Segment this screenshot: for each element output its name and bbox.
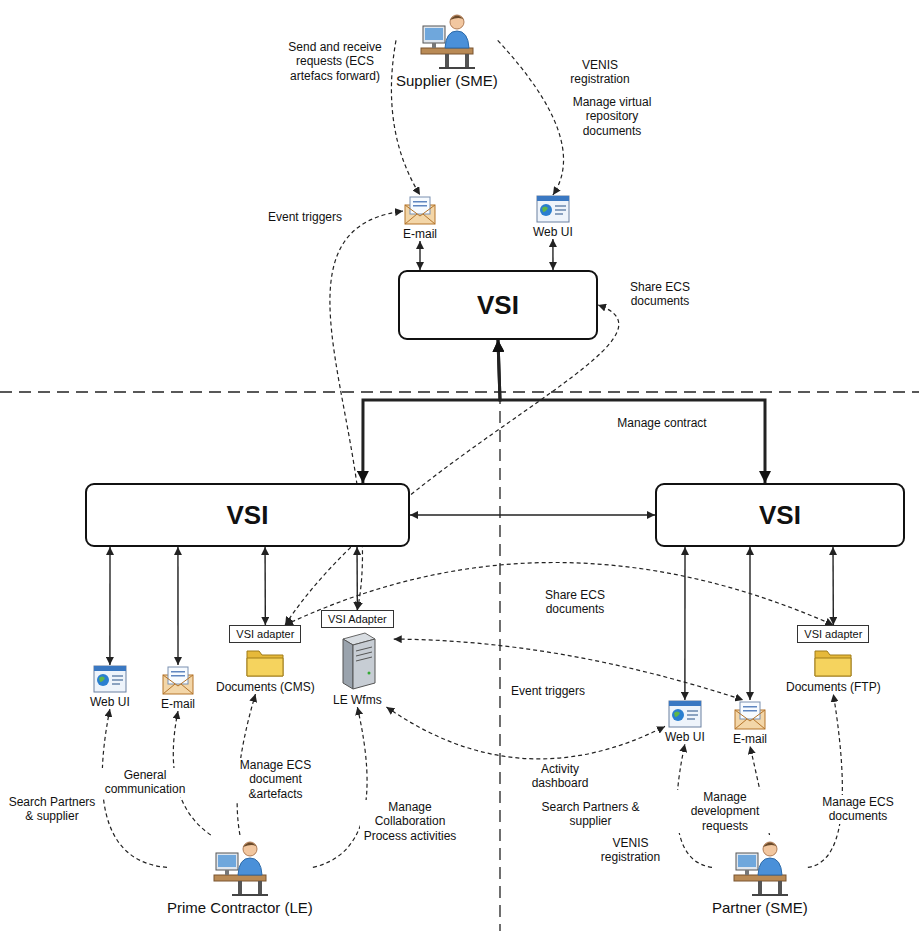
edge-label: Share ECS documents bbox=[530, 588, 620, 617]
vsi-box: VSI bbox=[655, 483, 905, 547]
icon-label: Web UI bbox=[533, 225, 573, 239]
connection-arrow bbox=[684, 547, 686, 700]
documents-node: VSI adapterDocuments (CMS) bbox=[216, 625, 315, 694]
edge-label: General communication bbox=[100, 768, 190, 797]
edge-label: Search Partners & supplier bbox=[538, 800, 643, 829]
dashed-interaction-arrow bbox=[330, 211, 403, 610]
connection-arrow bbox=[363, 340, 500, 483]
vsi-adapter-box: VSI Adapter bbox=[321, 610, 394, 628]
vsi-adapter-box: VSI adapter bbox=[797, 625, 869, 643]
vsi-box: VSI bbox=[85, 483, 410, 547]
web-icon bbox=[93, 665, 127, 693]
actor-caption: Supplier (SME) bbox=[396, 72, 498, 89]
edge-label: Manage ECS document &artefacts bbox=[228, 758, 323, 801]
connection-arrow bbox=[498, 340, 765, 483]
annotation-label: VENIS registration bbox=[555, 58, 645, 87]
web-ui-node: Web UI bbox=[665, 700, 705, 744]
connection-arrow bbox=[177, 547, 178, 665]
email-icon-node: E-mail bbox=[161, 665, 195, 711]
vsi-label: VSI bbox=[759, 500, 801, 531]
person-icon bbox=[415, 8, 479, 70]
web-icon bbox=[536, 195, 570, 223]
edge-label: Share ECS documents bbox=[615, 280, 705, 309]
icon-label: E-mail bbox=[161, 697, 195, 711]
dashed-interaction-arrow bbox=[391, 40, 420, 195]
person-icon bbox=[208, 835, 272, 897]
icon-label: Documents (CMS) bbox=[216, 680, 315, 694]
web-ui-node: Web UI bbox=[533, 195, 573, 239]
edge-label: Send and receive requests (ECS artefacs … bbox=[285, 40, 385, 83]
dashed-interaction-arrow bbox=[808, 694, 843, 867]
connection-arrow bbox=[109, 547, 111, 665]
folder-icon bbox=[245, 646, 285, 678]
edge-label: Manage virtual repository documents bbox=[562, 95, 662, 138]
divider-horizontal bbox=[0, 391, 919, 392]
mail-icon bbox=[733, 700, 767, 730]
edge-label: Event triggers bbox=[503, 684, 593, 698]
workflow-server-node: VSI Adapter LE Wfms bbox=[321, 610, 394, 707]
edge-label: Manage ECS documents bbox=[818, 795, 898, 824]
mail-icon bbox=[403, 195, 437, 225]
icon-label: LE Wfms bbox=[333, 693, 382, 707]
icon-label: Documents (FTP) bbox=[786, 680, 881, 694]
person-icon bbox=[728, 835, 792, 897]
adapter-label: VSI adapter bbox=[236, 628, 294, 640]
web-ui-node: Web UI bbox=[90, 665, 130, 709]
vsi-label: VSI bbox=[227, 500, 269, 531]
connection-arrow bbox=[552, 239, 554, 270]
actor-caption: Partner (SME) bbox=[712, 899, 808, 916]
supplier-actor: Supplier (SME) bbox=[396, 8, 498, 89]
dashed-interaction-arrow bbox=[498, 40, 564, 195]
dashed-interaction-arrow bbox=[285, 305, 619, 625]
edge-label: Manage development requests bbox=[675, 790, 775, 833]
divider-vertical bbox=[499, 392, 500, 931]
connection-arrow bbox=[749, 547, 750, 700]
edge-label: Search Partners & supplier bbox=[2, 795, 102, 824]
partner-actor: Partner (SME) bbox=[712, 835, 808, 916]
vsi-adapter-box: VSI adapter bbox=[229, 625, 301, 643]
dashed-interaction-arrow bbox=[394, 639, 743, 700]
connection-arrow bbox=[832, 547, 834, 625]
actor-caption: Prime Contractor (LE) bbox=[167, 899, 313, 916]
annotation-label: VENIS registration bbox=[593, 836, 668, 865]
server-icon bbox=[335, 631, 379, 691]
dashed-interaction-arrow bbox=[285, 563, 833, 626]
adapter-label: VSI Adapter bbox=[328, 613, 387, 625]
email-icon-node: E-mail bbox=[733, 700, 767, 746]
edge-label: Manage Collaboration Process activities bbox=[360, 800, 460, 843]
vsi-box: VSI bbox=[398, 270, 598, 340]
edge-label: Event triggers bbox=[260, 210, 350, 224]
icon-label: Web UI bbox=[90, 695, 130, 709]
connection-arrow bbox=[410, 514, 655, 515]
annotation-label: Manage contract bbox=[607, 416, 717, 430]
icon-label: E-mail bbox=[733, 732, 767, 746]
icon-label: E-mail bbox=[403, 227, 437, 241]
dashed-interaction-arrow bbox=[386, 707, 665, 759]
folder-icon bbox=[813, 646, 853, 678]
email-icon-node: E-mail bbox=[403, 195, 437, 241]
web-icon bbox=[668, 700, 702, 728]
connection-arrow bbox=[419, 241, 420, 270]
mail-icon bbox=[161, 665, 195, 695]
documents-node: VSI adapterDocuments (FTP) bbox=[786, 625, 881, 694]
adapter-label: VSI adapter bbox=[804, 628, 862, 640]
edge-label: Activity dashboard bbox=[520, 762, 600, 791]
connection-arrow bbox=[264, 547, 266, 625]
icon-label: Web UI bbox=[665, 730, 705, 744]
connection-arrow bbox=[356, 547, 358, 610]
vsi-label: VSI bbox=[477, 290, 519, 321]
prime-contractor-actor: Prime Contractor (LE) bbox=[167, 835, 313, 916]
